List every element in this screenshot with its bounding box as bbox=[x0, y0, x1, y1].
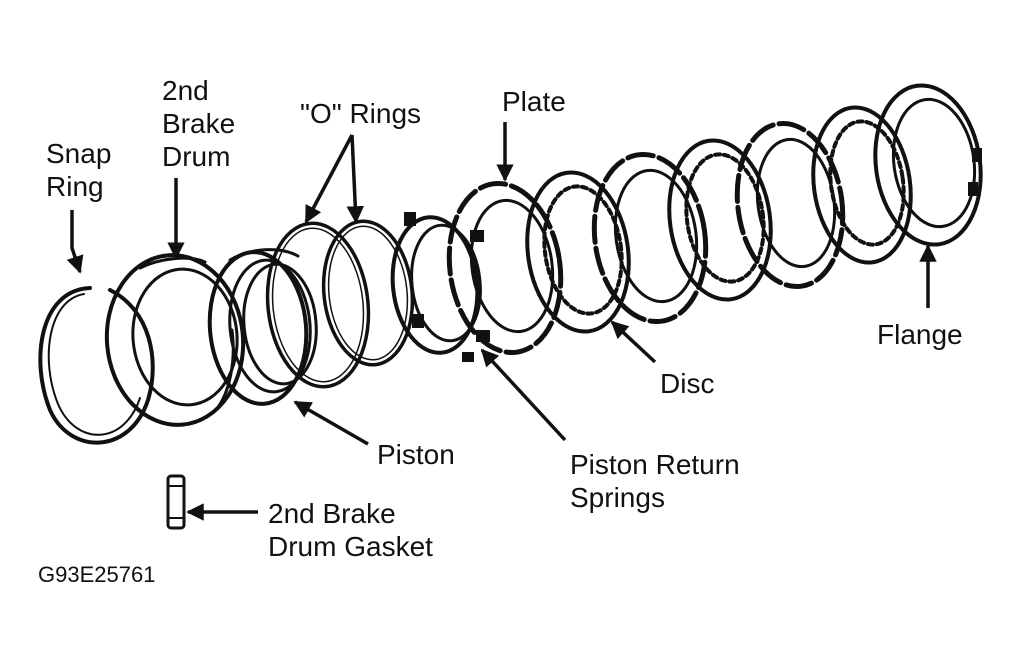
flange-label: Flange bbox=[877, 319, 963, 350]
drum-gasket-part bbox=[166, 474, 186, 530]
piston-part bbox=[207, 248, 318, 406]
disc-3-part bbox=[811, 105, 913, 265]
o-ring-1-part bbox=[265, 221, 371, 389]
snap-ring-part bbox=[38, 286, 155, 445]
snap-ring-arrow bbox=[66, 210, 84, 274]
snap-ring-label: Snap Ring bbox=[46, 138, 119, 202]
piston-return-springs-part bbox=[390, 212, 490, 362]
piston-label: Piston bbox=[377, 439, 455, 470]
brake-drum-label: 2nd Brake Drum bbox=[162, 75, 243, 172]
o-ring-arrow-2 bbox=[346, 134, 365, 224]
piston-return-springs-label: Piston Return Springs bbox=[570, 449, 747, 513]
disc-2-part bbox=[667, 138, 773, 302]
figure-id-label: G93E25761 bbox=[38, 562, 155, 587]
plate-1-part bbox=[446, 180, 564, 356]
piston-return-springs-arrow bbox=[480, 348, 567, 442]
disc-1-part bbox=[525, 170, 631, 334]
piston-arrow bbox=[293, 400, 369, 446]
plate-label: Plate bbox=[502, 86, 566, 117]
disc-label: Disc bbox=[660, 368, 714, 399]
plate-2-part bbox=[591, 151, 709, 325]
brake-drum-part bbox=[104, 253, 246, 427]
drum-gasket-label: 2nd Brake Drum Gasket bbox=[268, 498, 433, 562]
o-rings-label: "O" Rings bbox=[300, 98, 421, 129]
o-ring-arrow-1 bbox=[304, 134, 354, 224]
flange-part bbox=[873, 83, 983, 247]
disc-arrow bbox=[610, 320, 657, 364]
